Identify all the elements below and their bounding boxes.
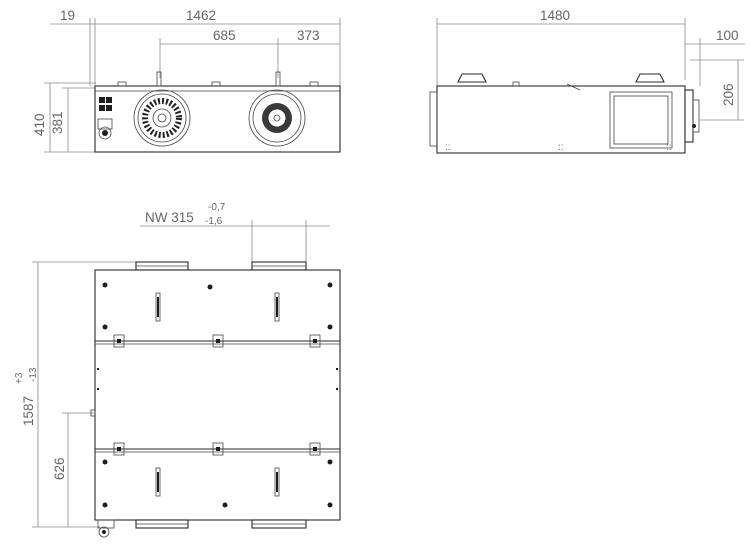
dim-offset-left: 19 [60,8,75,23]
dim-side-offset: 100 [716,28,739,43]
dim-side-spigot-height: 206 [721,83,736,106]
svg-text:::: :: [666,142,672,153]
dim-length-partial: 626 [52,457,67,480]
dim-spigot-spacing: 685 [213,28,236,43]
fan-2 [248,89,306,147]
dim-length-tol-lower: -13 [28,367,39,382]
dim-length-total: 1587 [21,396,36,426]
dim-height-total: 410 [32,113,47,136]
dim-spigot-offset: 373 [297,28,320,43]
front-view: 19 1462 685 373 410 381 [32,8,341,153]
dim-spigot-tol-upper: -0,7 [208,202,226,213]
side-view: 1480 100 206 :: :: :: [429,8,745,154]
dim-height-body: 381 [50,111,65,134]
dim-total-width: 1462 [186,8,216,23]
svg-text:::: :: [558,142,564,153]
top-view: NW 315 -0,7 -1,6 1587 +3 -13 626 [14,202,341,538]
dim-spigot-label: NW 315 [145,210,194,225]
dim-side-length: 1480 [540,8,570,23]
dim-length-tol-upper: +3 [14,372,25,384]
svg-text:::: :: [445,142,451,153]
dim-spigot-tol-lower: -1,6 [205,216,223,227]
fan-1 [133,89,191,147]
